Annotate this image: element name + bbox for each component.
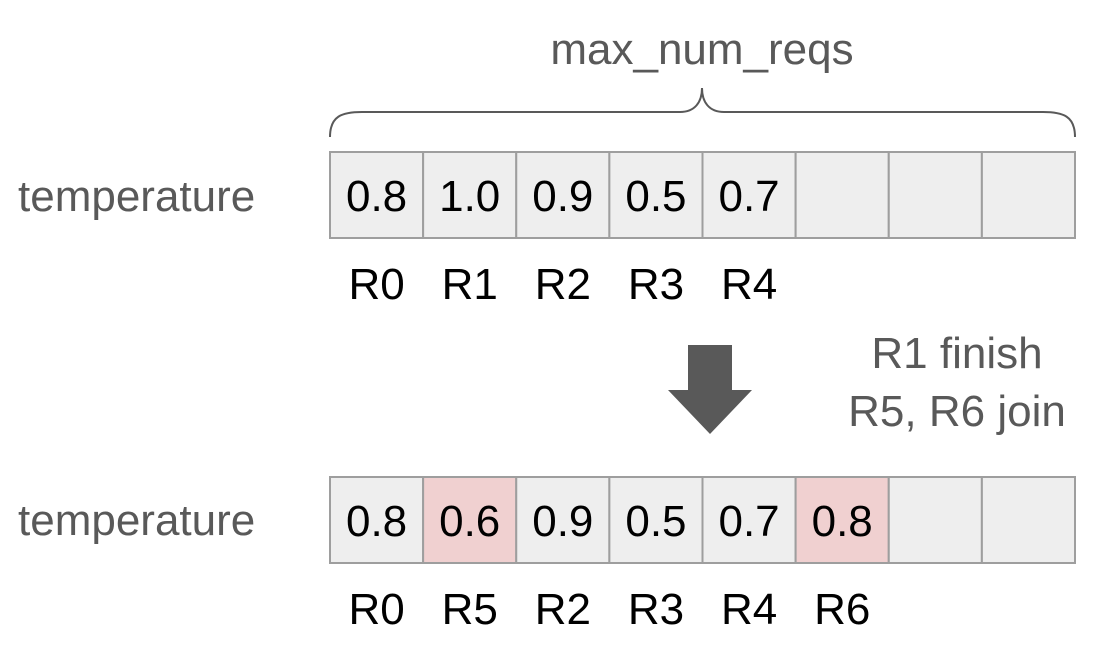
before-request-label: R4 [721, 260, 777, 309]
before-array: 0.8R0 1.0R1 0.9R2 0.5R3 0.7R4 [329, 151, 1076, 309]
after-cell-0 [329, 476, 425, 564]
after-cell-4 [701, 476, 797, 564]
after-request-label: R5 [442, 585, 498, 634]
max-num-reqs-label: max_num_reqs [550, 25, 853, 74]
after-cell-3 [608, 476, 704, 564]
after-cell-7 [980, 476, 1076, 564]
after-cell-2 [515, 476, 611, 564]
before-cell-6 [887, 151, 983, 239]
after-cell-value: 0.8 [346, 497, 407, 546]
before-cell-4 [701, 151, 797, 239]
after-request-label: R3 [628, 585, 684, 634]
before-request-label: R0 [348, 260, 404, 309]
before-cell-7 [980, 151, 1076, 239]
after-cell-value: 0.8 [812, 497, 873, 546]
after-cell-value: 0.7 [718, 497, 779, 546]
before-cell-5 [794, 151, 890, 239]
after-cell-1 [422, 476, 518, 564]
after-request-label: R4 [721, 585, 777, 634]
before-request-label: R1 [442, 260, 498, 309]
after-request-label: R6 [814, 585, 870, 634]
after-cell-value: 0.6 [439, 497, 500, 546]
after-request-label: R2 [535, 585, 591, 634]
after-request-label: R0 [348, 585, 404, 634]
before-cell-value: 0.7 [718, 172, 779, 221]
before-cell-value: 0.9 [532, 172, 593, 221]
before-request-label: R2 [535, 260, 591, 309]
down-arrow-icon [668, 345, 752, 434]
before-cell-value: 0.8 [346, 172, 407, 221]
before-cell-1 [422, 151, 518, 239]
after-cell-value: 0.9 [532, 497, 593, 546]
before-cell-value: 1.0 [439, 172, 500, 221]
before-cell-2 [515, 151, 611, 239]
max-num-reqs-brace [329, 87, 1076, 138]
after-cell-value: 0.5 [625, 497, 686, 546]
after-cell-6 [887, 476, 983, 564]
before-request-label: R3 [628, 260, 684, 309]
after-row-label: temperature [18, 496, 255, 545]
before-cell-value: 0.5 [625, 172, 686, 221]
transition-line-2: R5, R6 join [848, 387, 1066, 436]
before-cell-0 [329, 151, 425, 239]
after-array: 0.8R0 0.6R5 0.9R2 0.5R3 0.7R4 0.8R6 [329, 476, 1076, 634]
transition-line-1: R1 finish [871, 329, 1042, 378]
before-row-label: temperature [18, 172, 255, 221]
